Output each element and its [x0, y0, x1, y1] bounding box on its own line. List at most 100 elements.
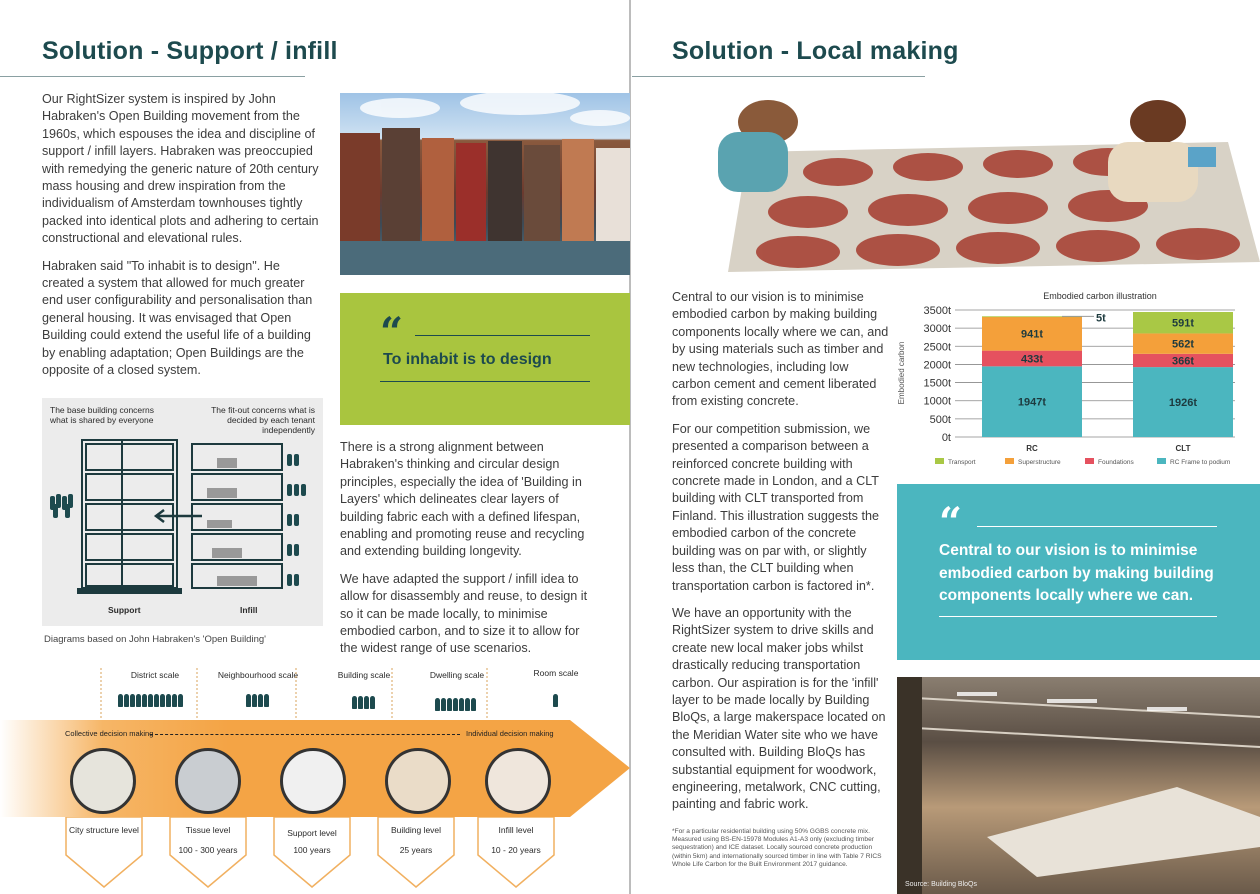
page-title-left: Solution - Support / infill	[42, 37, 338, 65]
title-rule	[0, 76, 305, 77]
bar-segment	[1133, 367, 1233, 437]
bar-segment	[982, 350, 1082, 367]
y-axis-label: Embodied carbon	[897, 342, 906, 405]
scale-label: Room scale	[533, 668, 579, 678]
chart-title: Embodied carbon illustration	[1043, 291, 1157, 301]
photo-source: Source: Building BloQs	[905, 881, 977, 888]
bar-segment	[982, 316, 1082, 318]
bar-segment	[982, 366, 1082, 437]
paragraph: Habraken said "To inhabit is to design".…	[42, 258, 313, 378]
support-infill-diagram: The base building concerns what is share…	[42, 398, 323, 626]
y-tick-label: 500t	[930, 414, 951, 426]
level-name: Tissue level	[185, 825, 231, 835]
data-label: 562t	[1172, 339, 1194, 351]
fit-out-note: The fit-out concerns what is decided by …	[211, 405, 315, 435]
infill-label: Infill	[240, 605, 258, 615]
building-image	[385, 748, 451, 814]
level-pentagons	[65, 817, 555, 888]
quote-mark-icon: “	[939, 499, 963, 546]
quote-rule	[415, 335, 590, 336]
scale-label: Building scale	[337, 670, 391, 680]
y-tick-label: 3500t	[923, 305, 951, 317]
quote-rule	[977, 526, 1217, 527]
building-diagram	[50, 439, 306, 594]
level-years: 25 years	[399, 845, 433, 855]
quote-rule	[380, 381, 590, 382]
single-person-icon	[553, 694, 559, 712]
amsterdam-townhouses-photo	[340, 93, 630, 275]
workshop-illustration	[897, 677, 1260, 894]
level-name: Support level	[287, 828, 337, 838]
data-label: 1926t	[1169, 397, 1197, 409]
legend-label: Foundations	[1098, 459, 1135, 466]
timeline-arrow-head	[570, 720, 630, 817]
data-label: 591t	[1172, 318, 1194, 330]
y-tick-label: 3000t	[923, 323, 951, 335]
intro-text: Our RightSizer system is inspired by Joh…	[42, 91, 324, 390]
paragraph: Central to our vision is to minimise emb…	[672, 290, 889, 409]
alignment-text: There is a strong alignment between Habr…	[340, 439, 592, 668]
page-title-right: Solution - Local making	[672, 37, 959, 65]
collective-label: Collective decision making	[65, 729, 154, 738]
paragraph: There is a strong alignment between Habr…	[340, 440, 585, 559]
data-label: 1947t	[1018, 397, 1046, 409]
legend-swatch	[1157, 458, 1166, 464]
crowd-icon	[118, 694, 184, 712]
pattern-illustration	[718, 100, 1260, 272]
level-name: City structure level	[69, 825, 139, 835]
workshop-photo: Source: Building BloQs	[897, 677, 1260, 894]
townhouse-illustration	[340, 93, 630, 275]
legend-swatch	[935, 458, 944, 464]
quote-mark-icon: “	[380, 309, 404, 356]
quote-text: Central to our vision is to minimise emb…	[939, 542, 1214, 604]
individual-label: Individual decision making	[466, 729, 554, 738]
bar-segment	[982, 316, 1082, 351]
scale-dividers	[100, 668, 488, 720]
infill-image	[485, 748, 551, 814]
y-tick-label: 2000t	[923, 359, 951, 371]
paragraph: Our RightSizer system is inspired by Joh…	[42, 92, 319, 246]
data-label: 5t	[1096, 312, 1106, 324]
quote-rule	[939, 616, 1217, 617]
tissue-image	[175, 748, 241, 814]
small-group-icon	[352, 696, 376, 714]
level-name: Building level	[390, 825, 442, 835]
base-building-note: The base building concerns what is share…	[50, 405, 154, 425]
y-tick-label: 1000t	[923, 396, 951, 408]
decision-timeline: District scale Neighbourhood scale Build…	[0, 660, 630, 894]
x-tick-label: CLT	[1176, 444, 1191, 453]
support-label: Support	[108, 605, 141, 615]
bar-segment	[1133, 353, 1233, 368]
city-structure-image	[70, 748, 136, 814]
y-tick-label: 0t	[942, 432, 951, 444]
children-pattern-illustration	[688, 92, 1260, 275]
scale-label: District scale	[130, 670, 180, 680]
data-label: 941t	[1021, 329, 1043, 341]
footnote: *For a particular residential building u…	[672, 828, 882, 868]
paragraph: We have an opportunity with the RightSiz…	[672, 605, 886, 812]
level-years: 100 years	[293, 845, 331, 855]
paragraph: We have adapted the support / infill ide…	[340, 571, 588, 656]
level-years: 100 - 300 years	[178, 845, 238, 855]
support-image	[280, 748, 346, 814]
page-spine	[629, 0, 631, 894]
legend-label: Superstructure	[1018, 459, 1061, 466]
bar-segment	[1133, 311, 1233, 334]
legend-label: Transport	[948, 459, 976, 466]
bar-segment	[1133, 333, 1233, 354]
quote-box-teal: “ Central to our vision is to minimise e…	[897, 484, 1260, 660]
scale-label: Dwelling scale	[429, 670, 485, 680]
data-label: 433t	[1021, 353, 1043, 365]
y-tick-label: 1500t	[923, 378, 951, 390]
paragraph: For our competition submission, we prese…	[672, 421, 879, 593]
level-name: Infill level	[498, 825, 534, 835]
quote-box-green: “ To inhabit is to design	[340, 293, 630, 425]
title-rule	[632, 76, 925, 77]
quote-text: To inhabit is to design	[383, 351, 552, 368]
scale-label: Neighbourhood scale	[217, 670, 299, 680]
dashed-arrow	[150, 734, 460, 735]
legend-swatch	[1005, 458, 1014, 464]
x-tick-label: RC	[1026, 444, 1038, 453]
local-making-text: Central to our vision is to minimise emb…	[672, 289, 890, 824]
